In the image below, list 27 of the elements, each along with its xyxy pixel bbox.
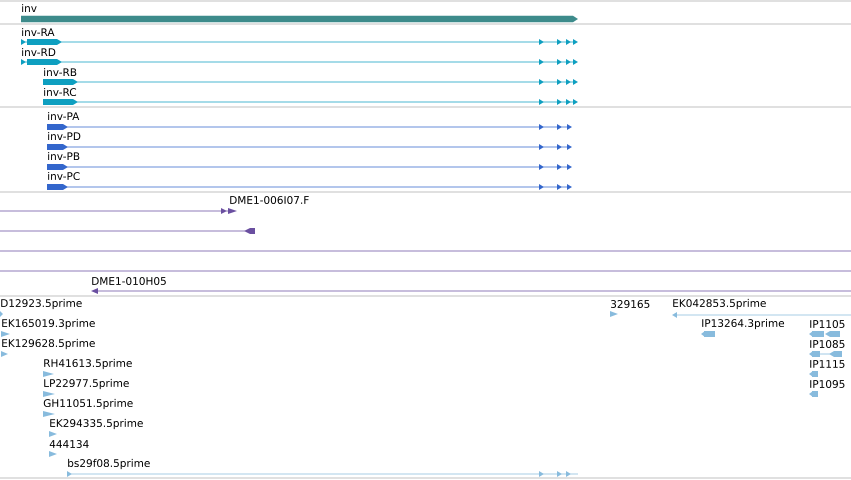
feature-label: IP1095 [810, 380, 844, 388]
feature-label: D12923.5prime [1, 298, 82, 310]
feature-label: IP13264.3prime [702, 318, 784, 330]
feature-label: EK294335.5prime [50, 418, 143, 430]
feature-label: EK165019.3prime [2, 318, 95, 330]
feature-label: DME1-010H05 [92, 277, 166, 285]
feature-label: bs29f08.5prime [68, 458, 150, 470]
feature-label: inv [22, 4, 37, 12]
feature-label: inv-RB [44, 68, 76, 76]
feature-label: IP1105 [810, 320, 844, 328]
feature-label: EK129628.5prime [2, 338, 95, 350]
feature-label: inv-PC [48, 172, 80, 180]
feature-label: 444134 [50, 440, 89, 448]
feature-label: inv-RA [22, 28, 54, 36]
feature-label: inv-RD [22, 48, 56, 56]
feature-label: EK042853.5prime [673, 298, 766, 310]
feature-label: DME1-006I07.F [230, 196, 309, 204]
feature-label: inv-RC [44, 88, 76, 96]
feature-label: LP22977.5prime [44, 378, 129, 390]
feature-label: IP1085 [810, 340, 844, 348]
feature-label: inv-PB [48, 152, 80, 160]
feature-label: 329165 [611, 300, 650, 308]
feature-label: GH11051.5prime [44, 398, 133, 410]
feature-label: inv-PD [48, 132, 80, 140]
feature-label: inv-PA [48, 112, 80, 120]
feature-label: IP1115 [810, 360, 844, 368]
feature-label: RH41613.5prime [44, 358, 132, 370]
